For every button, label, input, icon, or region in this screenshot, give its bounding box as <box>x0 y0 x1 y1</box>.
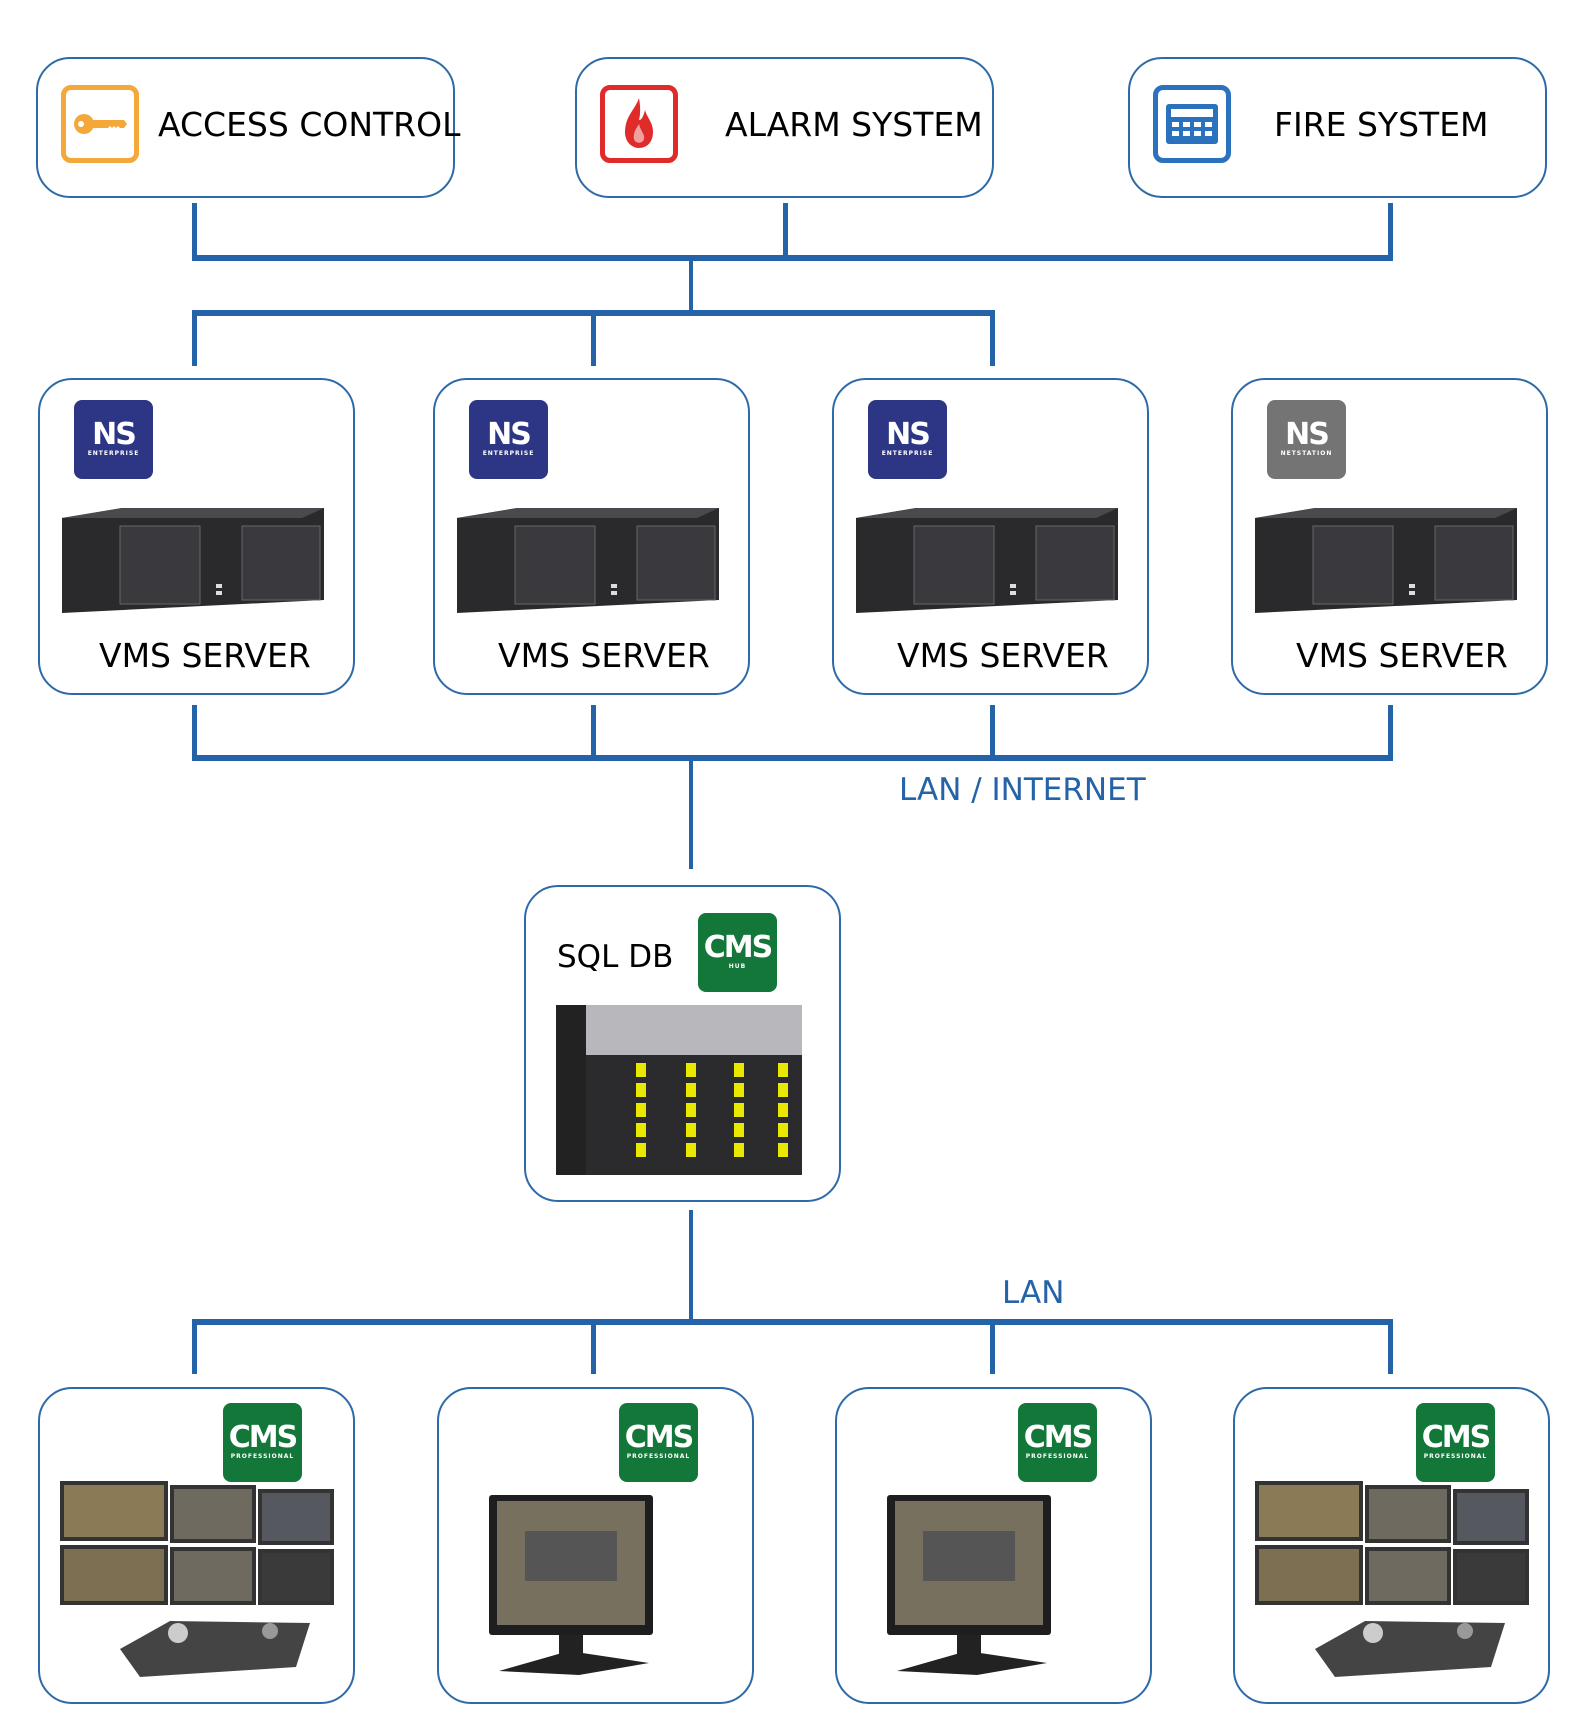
key-icon <box>61 85 139 163</box>
server-icon <box>457 508 719 613</box>
workstation-node[interactable]: CMS PROFESSIONAL <box>38 1387 355 1704</box>
vms-server-label: VMS SERVER <box>1296 636 1508 675</box>
workstation-node[interactable]: CMS PROFESSIONAL <box>835 1387 1152 1704</box>
badge-subtitle: ENTERPRISE <box>482 450 535 457</box>
vms-server-label: VMS SERVER <box>99 636 311 675</box>
cms-professional-logo: CMS PROFESSIONAL <box>1018 1403 1097 1482</box>
lan-drop-4 <box>1388 1322 1393 1374</box>
ns-netstation-logo: NS NETSTATION <box>1267 400 1346 479</box>
badge-title: NS <box>886 417 931 452</box>
cms-professional-logo: CMS PROFESSIONAL <box>619 1403 698 1482</box>
vms-upper-drop-1 <box>192 313 197 366</box>
badge-title: CMS <box>1023 1420 1093 1455</box>
lan-label: LAN <box>1002 1275 1065 1311</box>
connector-fire-drop <box>1388 203 1393 261</box>
badge-subtitle: NETSTATION <box>1280 450 1333 457</box>
badge-title: NS <box>487 417 532 452</box>
badge-subtitle: PROFESSIONAL <box>1423 1453 1488 1460</box>
badge-subtitle: HUB <box>728 963 747 970</box>
storage-array-icon <box>556 1005 802 1175</box>
vms-server-node[interactable]: NS NETSTATION VMS SERVER <box>1231 378 1548 695</box>
badge-subtitle: PROFESSIONAL <box>626 1453 691 1460</box>
alarm-system-label: ALARM SYSTEM <box>725 105 983 144</box>
lan-drop-3 <box>990 1322 995 1374</box>
vms-lower-drop-3 <box>990 705 995 761</box>
monitor-icon <box>489 1495 653 1675</box>
vms-lower-drop-4 <box>1388 705 1393 761</box>
video-wall-icon <box>60 1481 334 1677</box>
cms-professional-logo: CMS PROFESSIONAL <box>223 1403 302 1482</box>
access-control-label: ACCESS CONTROL <box>158 105 461 144</box>
access-control-node[interactable]: ACCESS CONTROL <box>36 57 460 198</box>
lan-bus <box>192 1319 1393 1325</box>
server-icon <box>1255 508 1517 613</box>
badge-subtitle: ENTERPRISE <box>881 450 934 457</box>
vms-server-node[interactable]: NS ENTERPRISE VMS SERVER <box>433 378 750 695</box>
db-to-lan-link <box>689 1210 693 1323</box>
vms-server-label: VMS SERVER <box>498 636 710 675</box>
systems-bus <box>192 255 1393 261</box>
vms-server-label: VMS SERVER <box>897 636 1109 675</box>
bus-to-db-link <box>689 759 693 869</box>
flame-icon <box>600 85 678 163</box>
vms-lower-drop-2 <box>591 705 596 761</box>
connector-alarm-drop <box>783 203 788 261</box>
lan-internet-bus <box>192 755 1393 761</box>
badge-title: CMS <box>228 1420 298 1455</box>
cms-hub-logo: CMS HUB <box>698 913 777 992</box>
vms-lower-drop-1 <box>192 705 197 761</box>
monitor-icon <box>887 1495 1051 1675</box>
vms-server-node[interactable]: NS ENTERPRISE VMS SERVER <box>38 378 355 695</box>
server-icon <box>856 508 1118 613</box>
badge-title: CMS <box>703 930 773 965</box>
video-wall-icon <box>1255 1481 1529 1677</box>
systems-to-vms-link <box>689 258 693 313</box>
fire-system-label: FIRE SYSTEM <box>1274 105 1489 144</box>
lan-internet-label: LAN / INTERNET <box>899 772 1146 808</box>
sql-db-node[interactable]: SQL DB CMS HUB <box>524 885 841 1202</box>
alarm-system-node[interactable]: ALARM SYSTEM <box>575 57 994 198</box>
ns-enterprise-logo: NS ENTERPRISE <box>868 400 947 479</box>
badge-subtitle: PROFESSIONAL <box>230 1453 295 1460</box>
badge-title: NS <box>1285 417 1330 452</box>
sql-db-label: SQL DB <box>557 939 674 975</box>
badge-title: CMS <box>624 1420 694 1455</box>
badge-title: NS <box>92 417 137 452</box>
vms-upper-drop-3 <box>990 313 995 366</box>
ns-enterprise-logo: NS ENTERPRISE <box>469 400 548 479</box>
server-icon <box>62 508 324 613</box>
workstation-node[interactable]: CMS PROFESSIONAL <box>437 1387 754 1704</box>
badge-title: CMS <box>1421 1420 1491 1455</box>
vms-server-node[interactable]: NS ENTERPRISE VMS SERVER <box>832 378 1149 695</box>
cms-professional-logo: CMS PROFESSIONAL <box>1416 1403 1495 1482</box>
workstation-node[interactable]: CMS PROFESSIONAL <box>1233 1387 1550 1704</box>
keypad-icon <box>1153 85 1231 163</box>
vms-upper-drop-2 <box>591 313 596 366</box>
badge-subtitle: PROFESSIONAL <box>1025 1453 1090 1460</box>
ns-enterprise-logo: NS ENTERPRISE <box>74 400 153 479</box>
fire-system-node[interactable]: FIRE SYSTEM <box>1128 57 1547 198</box>
lan-drop-1 <box>192 1322 197 1374</box>
badge-subtitle: ENTERPRISE <box>87 450 140 457</box>
lan-drop-2 <box>591 1322 596 1374</box>
connector-access-drop <box>192 203 197 261</box>
